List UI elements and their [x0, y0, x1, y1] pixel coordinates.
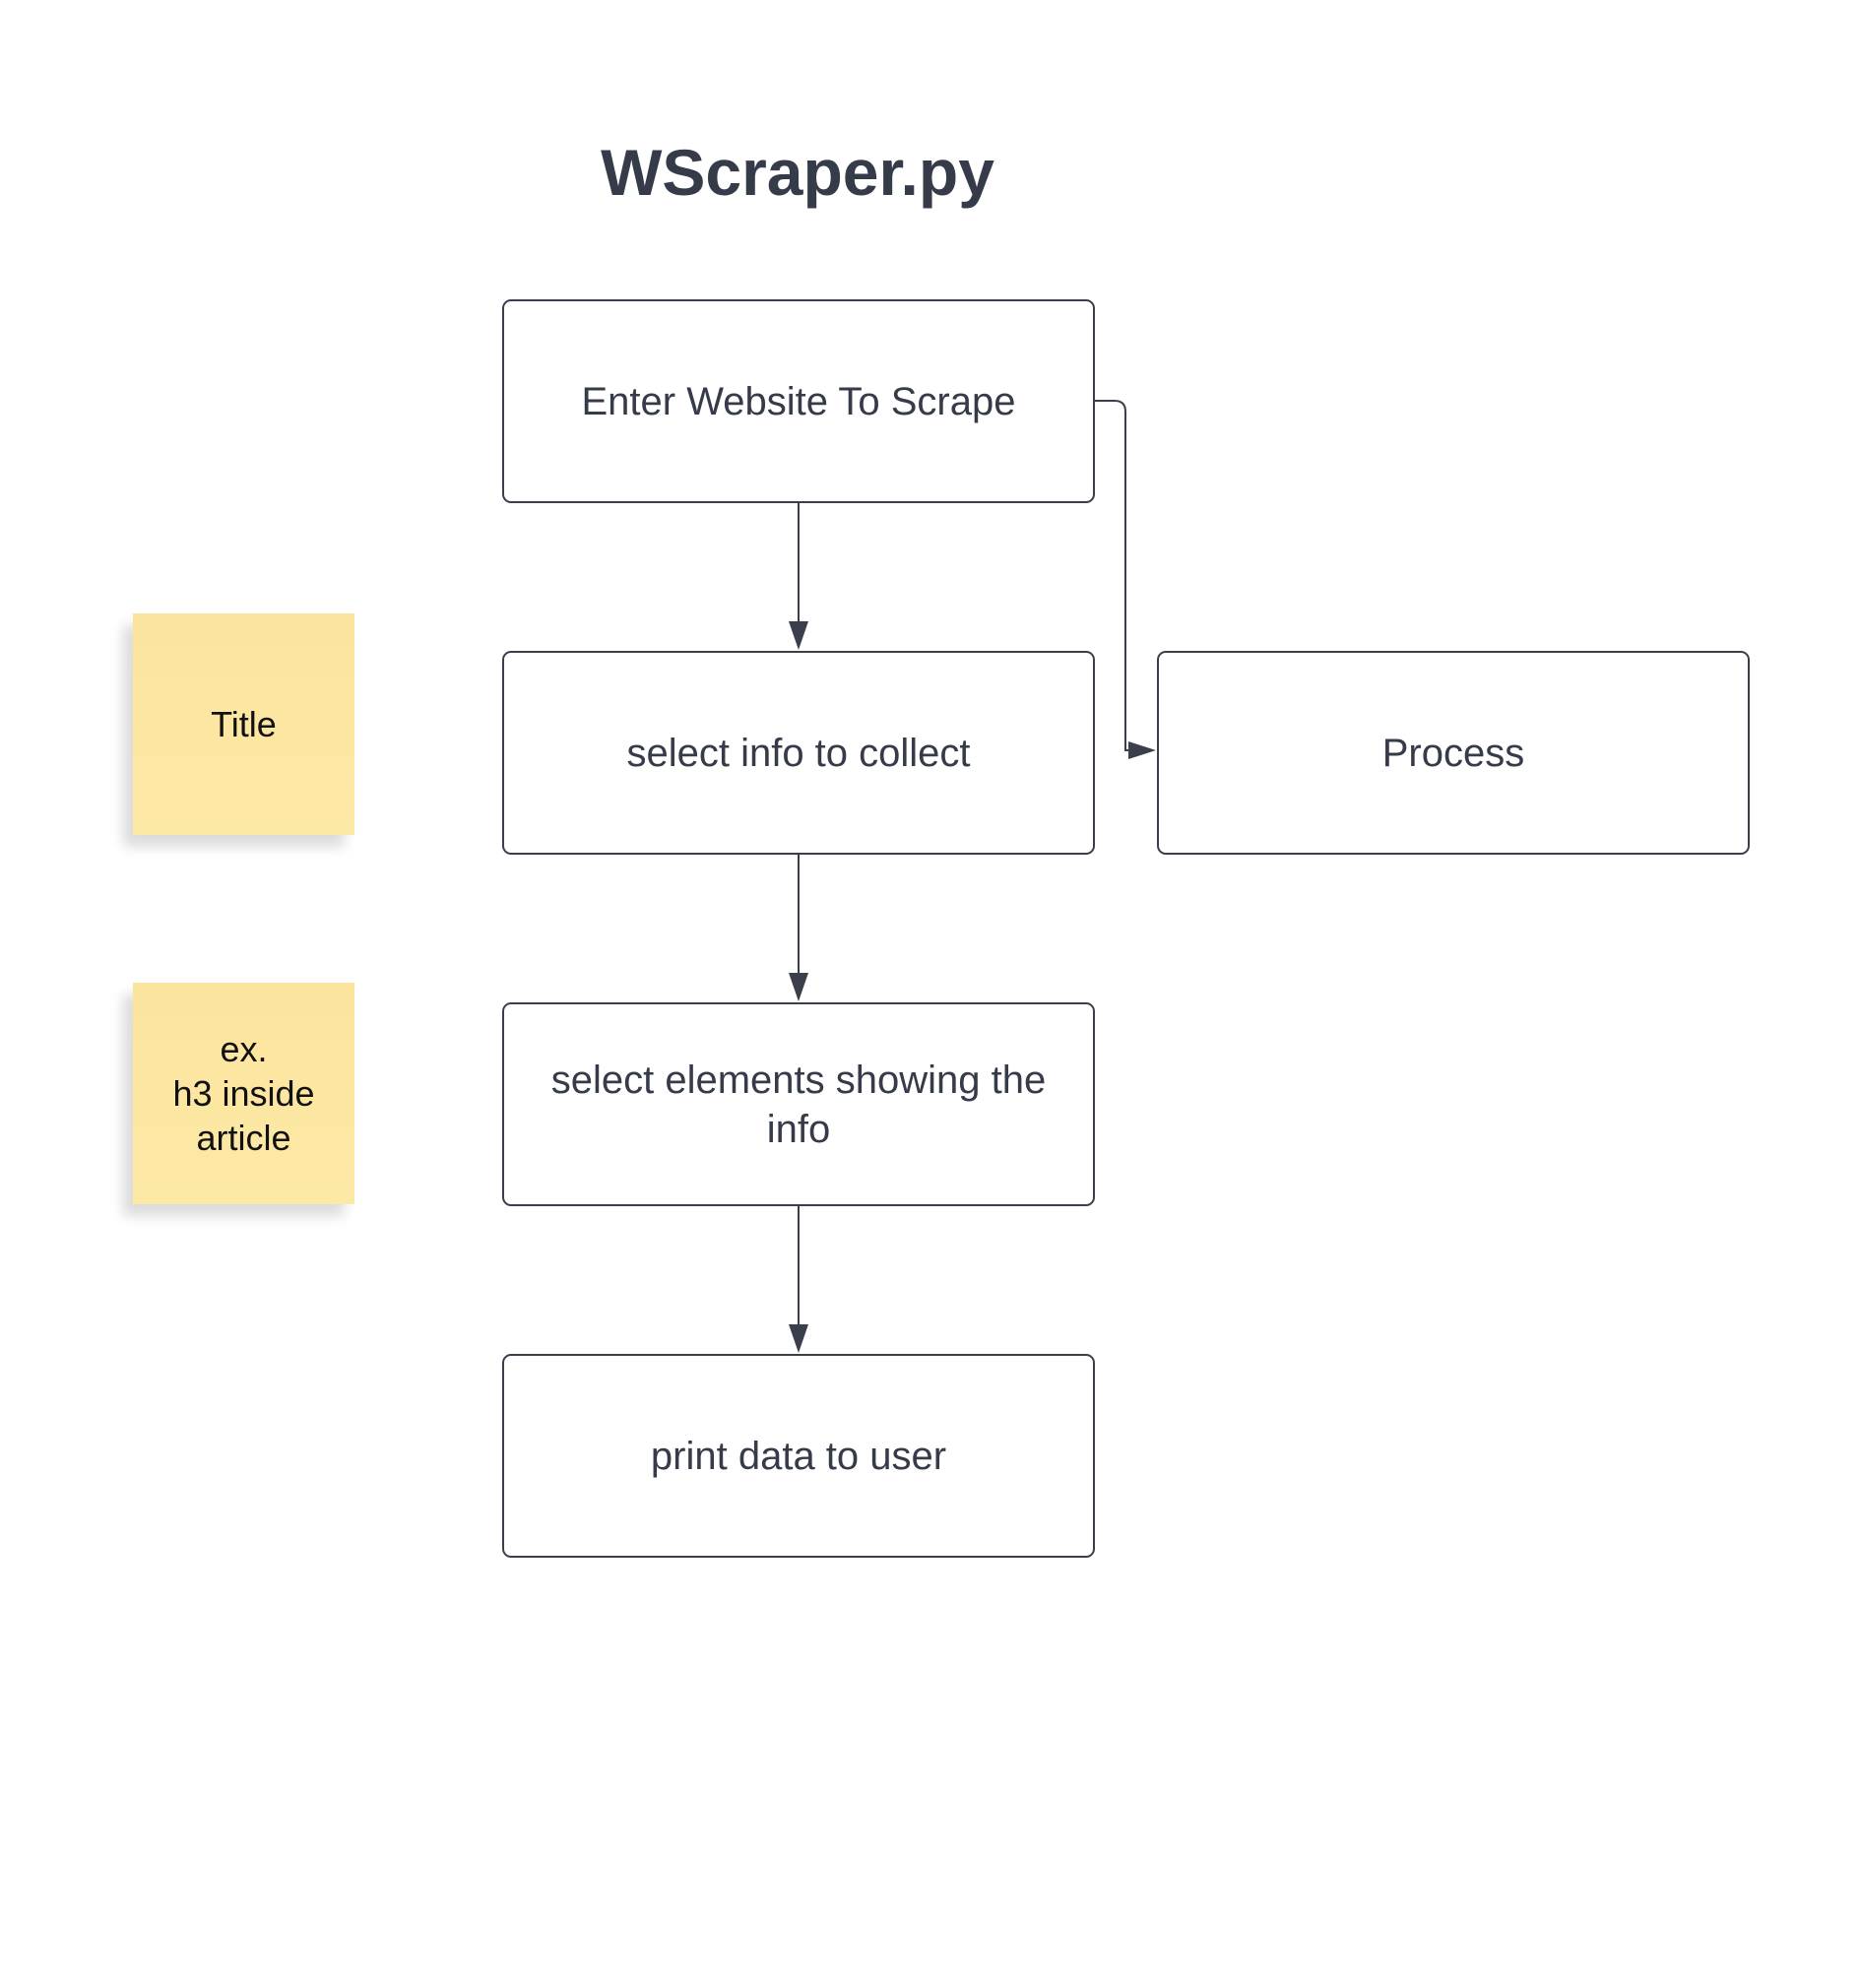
sticky-note-title[interactable]: Title: [133, 613, 354, 835]
node-process[interactable]: Process: [1157, 651, 1750, 855]
node-process-label: Process: [1381, 731, 1525, 775]
arrowhead-select-elements: [789, 973, 808, 1001]
node-select-info[interactable]: select info to collect: [502, 651, 1095, 855]
node-select-elements-label: select elements showing the info: [550, 1058, 1047, 1151]
sticky-note-title-label: Title: [211, 704, 277, 744]
arrowhead-select-info: [789, 621, 808, 650]
node-select-info-label: select info to collect: [626, 731, 971, 775]
node-print-data-label: print data to user: [650, 1434, 947, 1478]
node-print-data[interactable]: print data to user: [502, 1354, 1095, 1558]
sticky-note-example-label: ex. h3 inside article: [172, 1029, 315, 1158]
arrowhead-process: [1128, 741, 1156, 759]
node-select-elements[interactable]: select elements showing the info: [502, 1002, 1095, 1206]
diagram-title: WScraper.py: [601, 136, 994, 209]
arrowhead-print: [789, 1324, 808, 1353]
sticky-note-example[interactable]: ex. h3 inside article: [133, 983, 354, 1204]
node-enter-website[interactable]: Enter Website To Scrape: [502, 299, 1095, 503]
edge-enter-to-process: [1094, 400, 1130, 751]
node-enter-website-label: Enter Website To Scrape: [581, 379, 1016, 423]
